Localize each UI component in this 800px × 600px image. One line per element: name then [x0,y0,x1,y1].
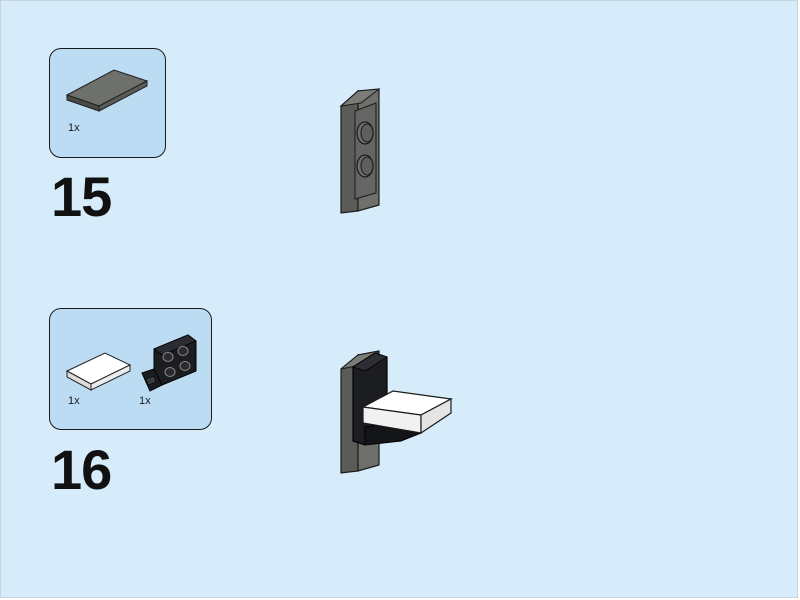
step-15-parts-box: 1x [49,48,166,158]
step-16-parts-box: 1x 1x [49,308,212,430]
step-16-assembly [340,350,453,474]
step-16-number: 16 [51,438,112,501]
black-bracket-icon [141,334,197,392]
step-15-number: 15 [51,165,112,228]
step-16-part-2-qty: 1x [139,395,151,407]
step-15-assembly [339,88,381,214]
step-15-part-1-qty: 1x [68,122,80,134]
dark-gray-tile-icon [65,69,149,112]
white-tile-icon [65,352,132,391]
step-16-part-1-qty: 1x [68,395,80,407]
